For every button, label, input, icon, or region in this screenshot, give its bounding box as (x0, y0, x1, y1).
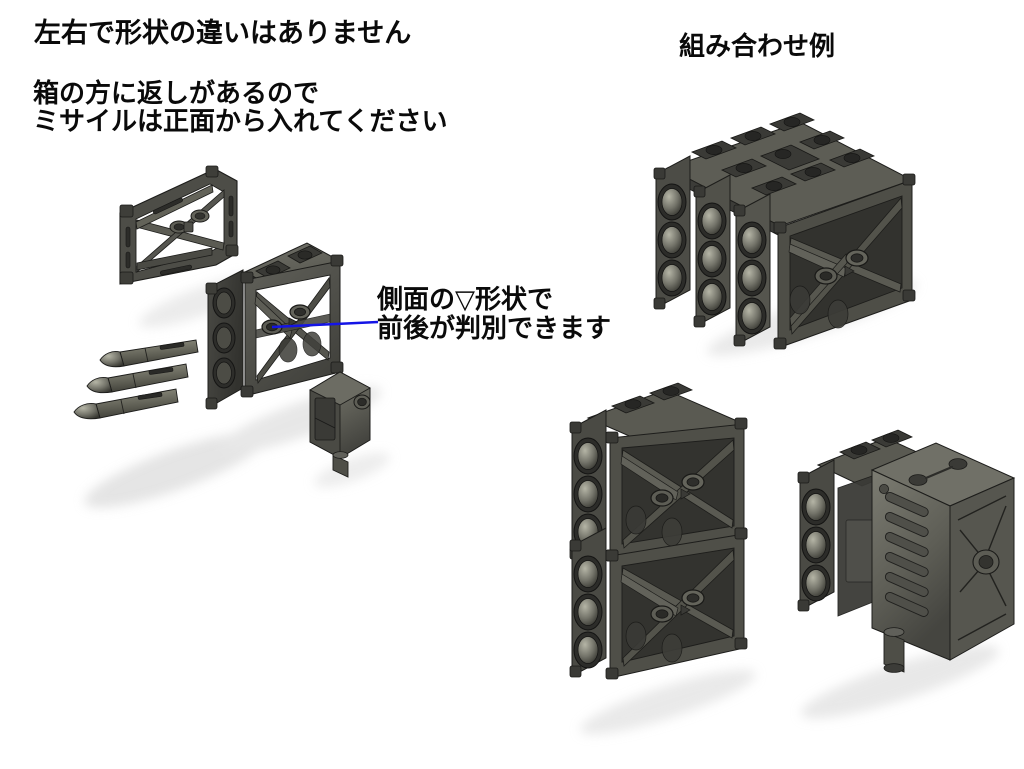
missile (86, 363, 189, 394)
example-triple-wide (653, 112, 916, 350)
example-double-stack (569, 382, 748, 680)
note-callout-line1: 側面の▽形状で (377, 285, 553, 315)
example-pod-with-sensor (797, 429, 1016, 673)
side-frame (773, 173, 916, 350)
sensor-module (870, 442, 1016, 673)
pod-column (693, 174, 731, 328)
missile (73, 388, 179, 420)
note-title-right: 組み合わせ例 (679, 32, 836, 62)
part-sensor-pod (309, 371, 371, 478)
pod-unit (569, 527, 748, 680)
note-title-left: 左右で形状の違いはありません (34, 18, 412, 49)
note-body-left-line2: ミサイルは正面から入れてください (33, 107, 448, 137)
tube-face (205, 269, 244, 410)
pod-column (733, 193, 771, 347)
part-missile-bundle (73, 339, 199, 420)
missile (99, 339, 199, 368)
pod-column (653, 155, 691, 310)
part-rear-frame-plate (119, 165, 239, 285)
front-frame-face (240, 254, 344, 398)
note-body-left-line1: 箱の方に返しがあるので (33, 79, 320, 109)
callout-leader-line (271, 320, 379, 329)
note-callout-line2: 前後が判別できます (377, 314, 612, 344)
part-main-pod-frame (205, 242, 344, 410)
